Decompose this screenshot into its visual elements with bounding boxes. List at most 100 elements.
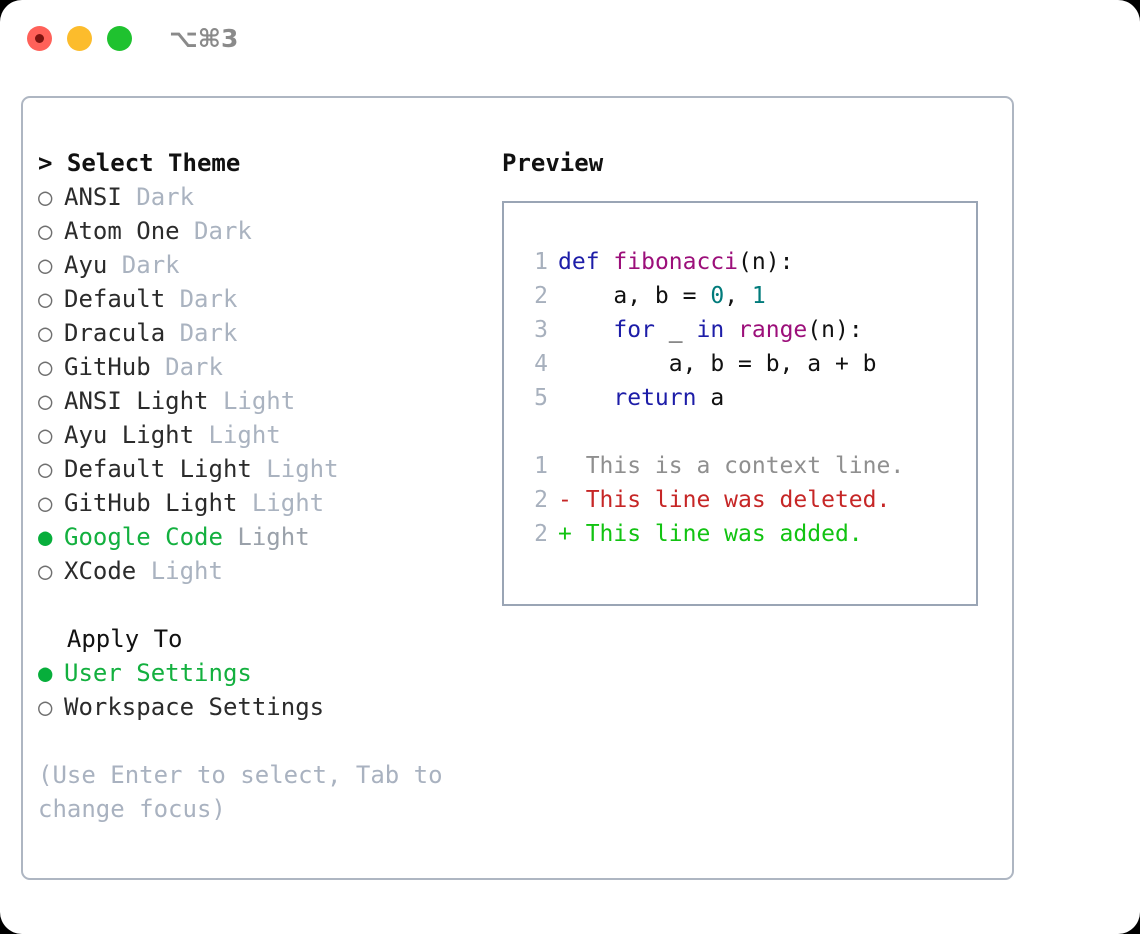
code-line: 5 return a (504, 381, 976, 415)
theme-option-label: XCode (64, 557, 137, 585)
diff-sample: 1 This is a context line. 2 - This line wa… (504, 449, 976, 551)
preview-heading: Preview (502, 149, 604, 177)
apply-to-heading: Apply To (38, 625, 183, 653)
diff-line-text: This is a context line. (558, 453, 905, 479)
code-token-pl (558, 385, 613, 411)
theme-option-tag: Dark (107, 251, 180, 279)
theme-option-label: GitHub (64, 353, 151, 381)
dialog-panel: > Select Theme ○ANSI Dark○Atom One Dark○… (21, 96, 1014, 880)
theme-option-label: Default Light (64, 455, 252, 483)
radio-unselected-icon: ○ (38, 217, 53, 245)
diff-line-text: - This line was deleted. (558, 487, 891, 513)
diff-line-number: 2 (534, 487, 548, 513)
radio-unselected-icon: ○ (38, 183, 53, 211)
apply-option-0[interactable]: ● User Settings (38, 656, 498, 690)
code-token-fn: fibonacci (613, 249, 739, 275)
code-line: 3 for _ in range(n): (504, 313, 976, 347)
theme-option-3[interactable]: ○Default Dark (38, 282, 498, 316)
radio-unselected-icon: ○ (38, 455, 53, 483)
theme-option-5[interactable]: ○ GitHub Dark (38, 350, 498, 384)
theme-option-tag: Light (194, 421, 281, 449)
theme-option-tag: Dark (121, 183, 195, 211)
apply-option-label: User Settings (64, 659, 252, 687)
code-token-pl: a (696, 385, 725, 411)
code-token-num: 1 (751, 283, 766, 309)
theme-option-label: Atom One (64, 217, 180, 245)
code-line-number: 5 (534, 385, 548, 411)
radio-selected-icon: ● (38, 659, 53, 687)
radio-unselected-icon: ○ (38, 557, 53, 585)
theme-option-11[interactable]: ○ XCode Light (38, 554, 498, 588)
theme-option-tag: Dark (179, 217, 252, 245)
minimize-button-icon[interactable] (67, 26, 92, 51)
theme-option-label: GitHub Light (64, 489, 238, 517)
radio-unselected-icon: ○ (38, 489, 53, 517)
code-token-pl: (n): (738, 249, 794, 275)
theme-option-1[interactable]: ○ Atom One Dark (38, 214, 498, 248)
theme-option-label: Dracula (64, 319, 166, 347)
theme-option-10[interactable]: ● Google Code Light (38, 520, 498, 554)
theme-option-tag: Dark (150, 353, 223, 381)
radio-unselected-icon: ○ (38, 421, 53, 449)
keyboard-shortcut-label: ⌥⌘3 (169, 24, 239, 53)
theme-option-tag: Dark (165, 319, 238, 347)
code-line: 4 a, b = b, a + b (504, 347, 976, 381)
code-token-pl: a, b = (558, 283, 711, 309)
theme-option-tag: Light (222, 523, 310, 551)
code-token-pl: , (724, 283, 752, 309)
code-line: 1 def fibonacci(n): (504, 245, 976, 279)
code-line-number: 2 (534, 283, 548, 309)
diff-line: 2 - This line was deleted. (504, 483, 976, 517)
theme-selection-column: > Select Theme ○ANSI Dark○Atom One Dark○… (38, 146, 498, 826)
diff-line-number: 1 (534, 453, 548, 479)
preview-box: 1 def fibonacci(n): 2 a, b = 0, 1 3 for _ i… (502, 201, 978, 606)
theme-option-9[interactable]: ○ GitHub Light Light (38, 486, 498, 520)
theme-option-6[interactable]: ○ANSI Light Light (38, 384, 498, 418)
code-token-fn: range (738, 317, 808, 343)
theme-option-label: Default (64, 285, 166, 313)
code-sample: 1 def fibonacci(n): 2 a, b = 0, 1 3 for _ i… (504, 245, 976, 415)
radio-unselected-icon: ○ (38, 353, 53, 381)
code-token-pl (558, 317, 613, 343)
select-theme-heading: > Select Theme (38, 149, 241, 177)
code-token-num: 0 (710, 283, 725, 309)
preview-column: Preview 1 def fibonacci(n): 2 a, b = 0, 1 3… (502, 146, 1002, 606)
code-token-kw: for (613, 317, 655, 343)
radio-unselected-icon: ○ (38, 387, 53, 415)
title-bar: ⌥⌘3 (0, 0, 1140, 76)
code-token-pl: _ (654, 317, 697, 343)
code-token-pl (600, 249, 614, 275)
radio-unselected-icon: ○ (38, 319, 53, 347)
close-button-icon[interactable] (27, 26, 52, 51)
code-token-pl (724, 317, 738, 343)
radio-selected-icon: ● (38, 523, 53, 551)
theme-option-7[interactable]: ○Ayu Light Light (38, 418, 498, 452)
keyboard-hint-text: (Use Enter to select, Tab to change focu… (38, 761, 443, 823)
theme-option-label: Ayu (64, 251, 108, 279)
apply-to-list[interactable]: ● User Settings ○ Workspace Settings (38, 656, 498, 724)
code-line-number: 1 (534, 249, 548, 275)
theme-option-0[interactable]: ○ ANSI Dark (38, 180, 498, 214)
theme-option-tag: Light (237, 489, 325, 517)
column-spacer (38, 588, 498, 622)
theme-option-8[interactable]: ○ Default Light Light (38, 452, 498, 486)
theme-option-tag: Light (251, 455, 339, 483)
theme-option-label: ANSI (64, 183, 122, 211)
code-token-kw: in (696, 317, 725, 343)
code-line-number: 3 (534, 317, 548, 343)
apply-option-1[interactable]: ○ Workspace Settings (38, 690, 498, 724)
theme-option-tag: Light (136, 557, 223, 585)
radio-unselected-icon: ○ (38, 251, 53, 279)
theme-option-label: Google Code (64, 523, 223, 551)
theme-list[interactable]: ○ANSI Dark○Atom One Dark○Ayu Dark○Defaul… (38, 180, 498, 588)
code-token-kw: def (558, 249, 600, 275)
theme-option-4[interactable]: ○ Dracula Dark (38, 316, 498, 350)
diff-line: 2+ This line was added. (504, 517, 976, 551)
radio-unselected-icon: ○ (38, 693, 53, 721)
theme-option-tag: Light (208, 387, 296, 415)
theme-option-2[interactable]: ○ Ayu Dark (38, 248, 498, 282)
diff-line-number: 2 (534, 521, 548, 547)
apply-option-label: Workspace Settings (64, 693, 325, 721)
maximize-button-icon[interactable] (107, 26, 132, 51)
